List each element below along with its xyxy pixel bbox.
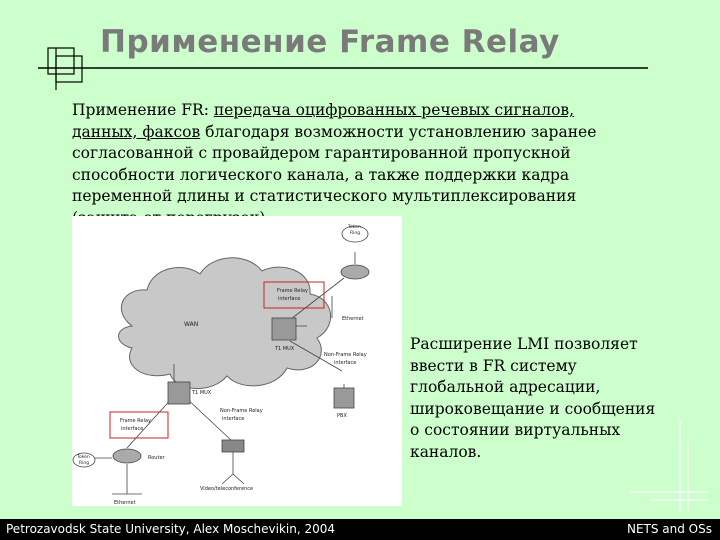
diagram-svg: WAN Token Ring Ethernet Frame Relay inte… [72,224,370,506]
fr-interface-left-box [109,411,169,439]
non-fr-right-line2: interface [334,360,356,366]
paragraph-underlined: передача оцифрованных речевых сигналов, … [72,101,575,141]
ethernet-bottom-label: Ethernet [114,500,136,506]
token-ring-left-icon [72,452,96,468]
t1-mux-right-label: T1 MUX [274,346,295,352]
fr-interface-left-line1: Frame Relay [120,418,151,424]
fr-interface-top-line1: Frame Relay [277,288,308,294]
wan-cloud [118,257,332,389]
token-ring-top-icon [341,225,369,243]
intro-paragraph: Применение FR: передача оцифрованных реч… [72,100,632,229]
t1-mux-left-label: T1 MUX [191,390,212,396]
paragraph-rest: благодаря возможности установлению заран… [72,122,597,227]
pbx-label: PBX [337,413,347,419]
token-ring-top-line2: Ring [350,230,360,236]
router-left-icon [112,448,142,464]
token-ring-left-line1: Token [76,454,90,460]
token-ring-top-line1: Token [347,224,361,230]
fr-interface-top-box [263,281,325,309]
network-diagram: WAN Token Ring Ethernet Frame Relay inte… [72,216,402,506]
token-ring-left-line2: Ring [79,460,89,466]
fr-interface-top-line2: interface [278,296,300,302]
footer-left: Petrozavodsk State University, Alex Mosc… [6,522,336,536]
t1-mux-right-icon [271,317,297,341]
wan-label: WAN [184,321,198,328]
pbx-icon [333,387,355,409]
t1-mux-left-icon [167,381,191,405]
fr-interface-left-line2: interface [121,426,143,432]
video-label: Video/teleconference [200,486,253,492]
page-title: Применение Frame Relay [100,24,560,60]
corner-decoration-svg [630,420,708,512]
non-fr-right-line1: Non-Frame Relay [324,352,367,358]
router-top-icon [340,264,370,280]
non-fr-bottom-line2: interface [222,416,244,422]
ethernet-top-label: Ethernet [342,316,364,322]
paragraph-lead: Применение FR: [72,101,214,119]
footer-bar: Petrozavodsk State University, Alex Mosc… [0,519,720,540]
router-label: Router [148,455,166,461]
video-camera-icon [221,439,245,453]
non-fr-bottom-line1: Non-Frame Relay [220,408,263,414]
decoration-svg [38,47,648,90]
lmi-text: Расширение LMI позволяет ввести в FR сис… [410,335,656,461]
corner-decoration [630,420,710,516]
footer-right: NETS and OSs [626,522,712,536]
title-decoration [36,46,656,91]
